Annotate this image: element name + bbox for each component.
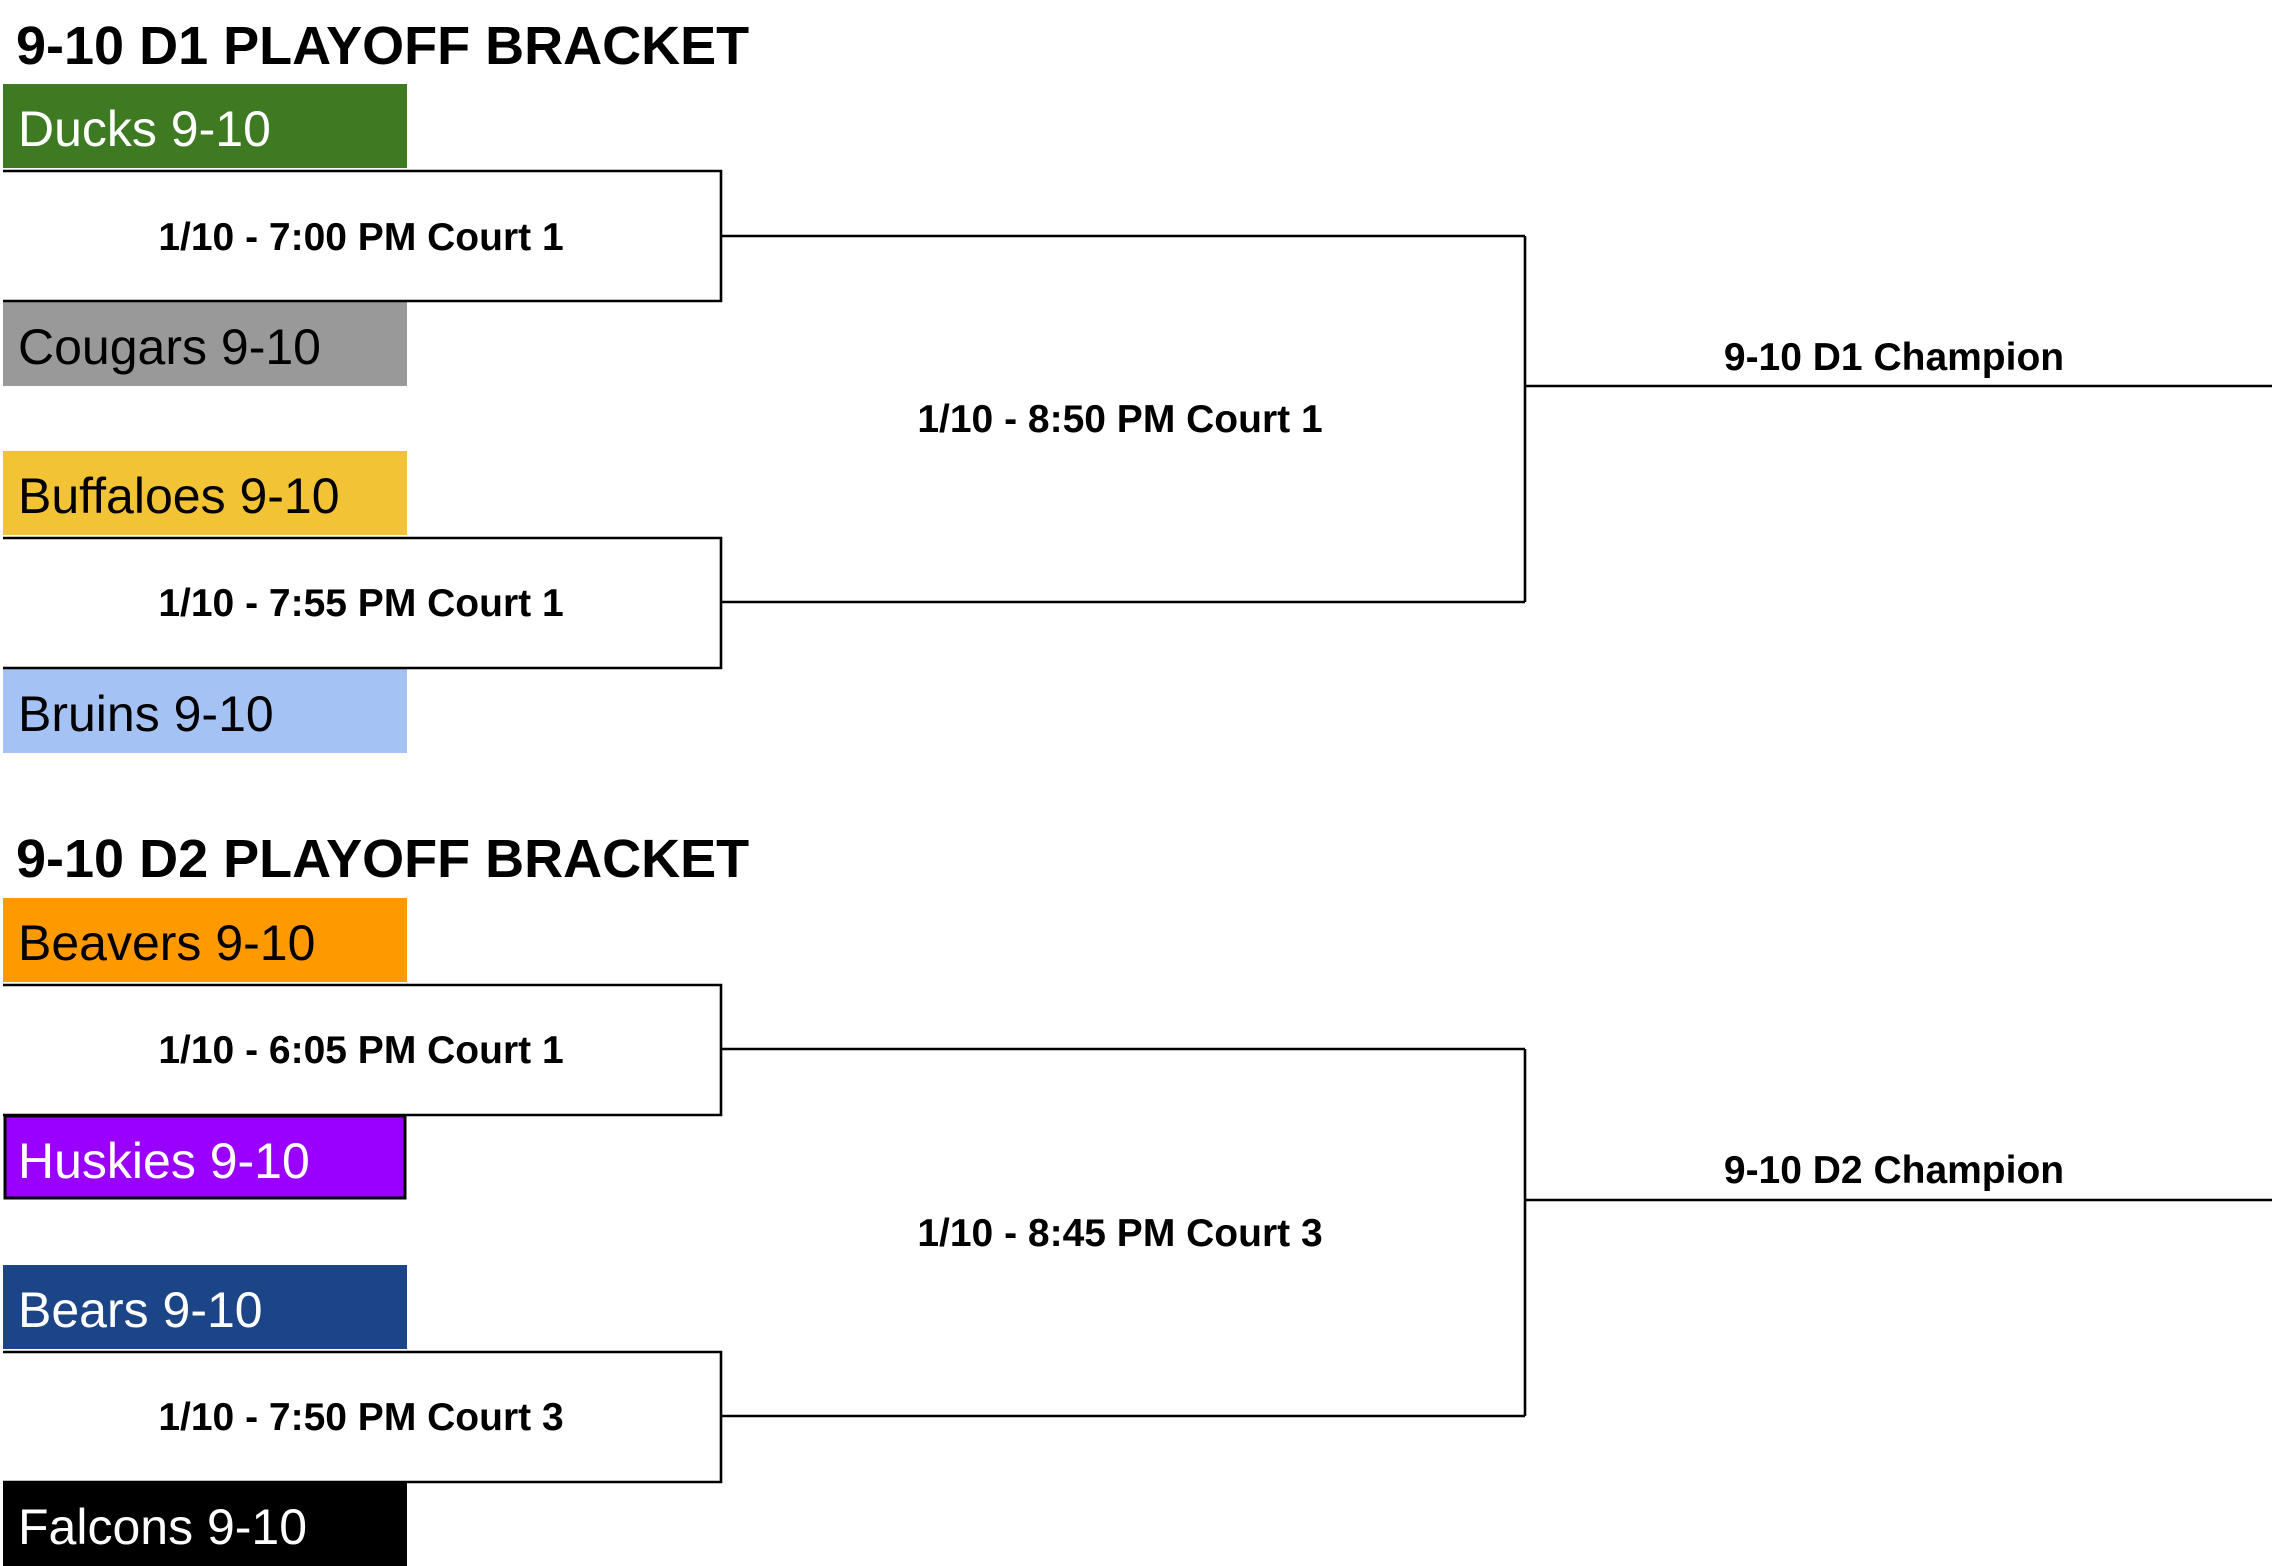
final-connector bbox=[1523, 1049, 2272, 1416]
team-name-buffaloes: Buffaloes 9-10 bbox=[18, 468, 340, 524]
final-game-label: 1/10 - 8:50 PM Court 1 bbox=[917, 398, 1322, 441]
team-swatch-bears bbox=[3, 1265, 407, 1349]
game-1-label: 1/10 - 6:05 PM Court 1 bbox=[158, 1029, 563, 1072]
team-name-bruins: Bruins 9-10 bbox=[18, 686, 274, 742]
game-1-connector bbox=[3, 983, 1525, 1117]
team-swatch-buffaloes bbox=[3, 451, 407, 535]
team-name-bears: Bears 9-10 bbox=[18, 1282, 263, 1338]
bracket-d2: 9-10 D2 PLAYOFF BRACKET Beavers 9-10 Hus… bbox=[3, 829, 2272, 1566]
team-swatch-ducks bbox=[3, 84, 407, 168]
game-2-connector bbox=[3, 1350, 1525, 1484]
team-swatch-bruins bbox=[3, 669, 407, 753]
bracket-title: 9-10 D1 PLAYOFF BRACKET bbox=[16, 16, 749, 76]
team-name-beavers: Beavers 9-10 bbox=[18, 915, 315, 971]
champion-label: 9-10 D2 Champion bbox=[1724, 1149, 2064, 1192]
final-connector bbox=[1523, 236, 2272, 602]
game-2-label: 1/10 - 7:50 PM Court 3 bbox=[158, 1396, 563, 1439]
game-2-label: 1/10 - 7:55 PM Court 1 bbox=[158, 582, 563, 625]
final-game-label: 1/10 - 8:45 PM Court 3 bbox=[917, 1212, 1322, 1255]
team-name-cougars: Cougars 9-10 bbox=[18, 319, 321, 375]
game-1-label: 1/10 - 7:00 PM Court 1 bbox=[158, 216, 563, 259]
team-swatch-cougars bbox=[3, 302, 407, 386]
game-1-connector bbox=[3, 169, 1525, 303]
team-swatch-beavers bbox=[3, 898, 407, 982]
game-2-connector bbox=[3, 536, 1525, 670]
team-swatch-falcons bbox=[3, 1482, 407, 1566]
team-name-huskies: Huskies 9-10 bbox=[18, 1133, 310, 1189]
champion-label: 9-10 D1 Champion bbox=[1724, 336, 2064, 379]
team-name-ducks: Ducks 9-10 bbox=[18, 101, 271, 157]
bracket-d1: 9-10 D1 PLAYOFF BRACKET Ducks 9-10 Couga… bbox=[3, 16, 2272, 753]
bracket-title: 9-10 D2 PLAYOFF BRACKET bbox=[16, 829, 749, 889]
team-name-falcons: Falcons 9-10 bbox=[18, 1499, 307, 1555]
